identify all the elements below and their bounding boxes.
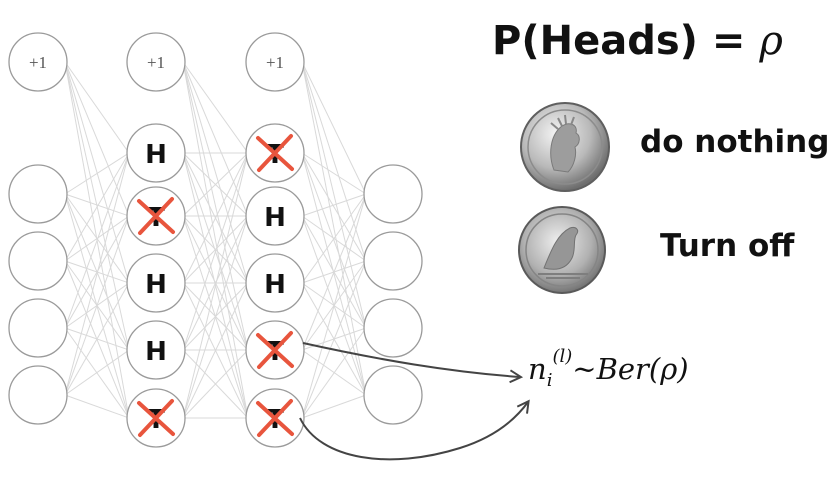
- edge-line: [64, 215, 130, 329]
- heads-label: H: [264, 270, 286, 300]
- connection-edges: [64, 61, 367, 419]
- bias-label: +1: [266, 53, 284, 72]
- unit-node: [363, 231, 423, 291]
- formula-arrow: [299, 402, 528, 461]
- edge-line: [301, 61, 367, 195]
- edge-line: [182, 152, 249, 351]
- formula-arrow: [302, 342, 520, 377]
- heads-coin-icon: [520, 102, 610, 192]
- edge-line: [64, 215, 130, 262]
- heads-label: H: [145, 337, 167, 367]
- edge-line: [182, 61, 249, 419]
- edge-line: [64, 282, 130, 396]
- dropout-cross-icon: [137, 197, 175, 235]
- edge-line: [301, 61, 367, 329]
- unit-node: [8, 365, 68, 425]
- edge-line: [301, 152, 367, 262]
- unit-node: [8, 164, 68, 224]
- formula-var: n: [528, 352, 547, 386]
- dropout-cross-icon: [256, 399, 294, 437]
- edge-line: [64, 152, 130, 262]
- unit-node: [8, 231, 68, 291]
- edge-line: [182, 61, 249, 351]
- edge-line: [64, 61, 130, 154]
- edge-line: [64, 152, 130, 396]
- unit-node: [126, 320, 186, 380]
- edge-line: [182, 215, 249, 419]
- bernoulli-formula: ni(l)~Ber(ρ): [528, 346, 689, 391]
- dropout-cross-icon: [137, 399, 175, 437]
- unit-node: [245, 186, 305, 246]
- edge-line: [301, 394, 367, 419]
- edge-line: [182, 152, 249, 284]
- unit-node: [363, 164, 423, 224]
- unit-node: [245, 253, 305, 313]
- edge-line: [301, 193, 367, 351]
- edge-line: [64, 394, 130, 419]
- edge-line: [64, 349, 130, 396]
- edge-line: [301, 193, 367, 419]
- dropout-cross-icon: [256, 134, 294, 172]
- selection-arrows: [299, 342, 528, 461]
- edge-line: [301, 61, 367, 396]
- edge-line: [64, 193, 130, 217]
- unit-node: [363, 298, 423, 358]
- edge-line: [182, 61, 249, 154]
- edge-line: [182, 152, 249, 217]
- edge-line: [301, 152, 367, 195]
- tails-coin-icon: [518, 206, 606, 294]
- unit-node: [363, 365, 423, 425]
- edge-line: [301, 193, 367, 217]
- rho-symbol: ρ: [759, 18, 783, 64]
- unit-node: [8, 298, 68, 358]
- edge-line: [64, 215, 130, 396]
- formula-sub: i: [546, 369, 553, 391]
- heads-label: H: [145, 140, 167, 170]
- edge-line: [182, 215, 249, 284]
- heads-label: H: [145, 270, 167, 300]
- edge-line: [182, 349, 249, 419]
- bias-node: [245, 32, 305, 92]
- edge-line: [301, 61, 367, 262]
- unit-node: [126, 253, 186, 313]
- bias-node: [126, 32, 186, 92]
- edge-line: [301, 152, 367, 329]
- edge-line: [64, 61, 130, 284]
- title-text: P(Heads) =: [492, 18, 746, 64]
- edge-line: [182, 61, 249, 217]
- edge-line: [64, 152, 130, 195]
- heads-label: H: [264, 203, 286, 233]
- edge-line: [64, 152, 130, 329]
- bias-node: [8, 32, 68, 92]
- do-nothing-label: do nothing: [640, 124, 830, 160]
- bias-label: +1: [147, 53, 165, 72]
- formula-rest: ~Ber(ρ): [572, 352, 689, 386]
- dropout-cross-icon: [256, 331, 294, 369]
- probability-title: P(Heads) = ρ: [492, 18, 783, 64]
- unit-node: [126, 123, 186, 183]
- edge-line: [301, 193, 367, 284]
- edge-line: [64, 61, 130, 217]
- edge-line: [182, 152, 249, 419]
- formula-sup: (l): [552, 346, 573, 368]
- edge-line: [301, 260, 367, 419]
- turn-off-label: Turn off: [660, 228, 795, 264]
- bias-label: +1: [29, 53, 47, 72]
- edge-line: [182, 61, 249, 284]
- edge-line: [182, 215, 249, 351]
- edge-line: [301, 327, 367, 419]
- edge-line: [182, 282, 249, 419]
